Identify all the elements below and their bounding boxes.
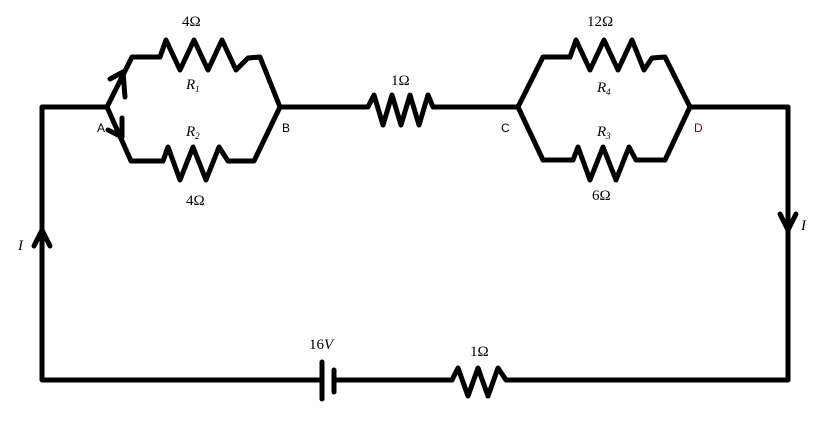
resistor-r3 xyxy=(515,104,693,183)
node-b: B xyxy=(282,121,290,135)
resistor-bottom-1ohm xyxy=(449,365,515,399)
wire-right xyxy=(509,104,791,383)
r2-label: R2 xyxy=(185,124,200,141)
resistor-series-1ohm xyxy=(277,92,521,128)
resistor-r2 xyxy=(104,104,283,183)
battery-voltage: 16V xyxy=(309,337,335,353)
r3-label: R3 xyxy=(596,124,611,141)
current-label-left: I xyxy=(17,238,24,254)
r3-value: 6Ω xyxy=(592,188,611,204)
series-top-value: 1Ω xyxy=(391,73,410,89)
node-c: C xyxy=(501,121,510,135)
current-label-right: I xyxy=(800,218,807,234)
current-arrow-down-icon xyxy=(777,211,799,233)
node-a: A xyxy=(97,121,105,135)
r4-label: R4 xyxy=(596,80,611,97)
r2-value: 4Ω xyxy=(186,193,205,209)
current-arrow-up-icon xyxy=(31,227,53,249)
r1-label: R1 xyxy=(185,77,200,94)
series-bottom-value: 1Ω xyxy=(470,344,489,360)
branch-arrow-upper-icon xyxy=(107,69,128,100)
resistor-r1 xyxy=(104,37,283,110)
resistor-r4 xyxy=(515,37,693,110)
node-d: D xyxy=(694,121,703,135)
r4-value: 12Ω xyxy=(587,14,613,30)
wire-left xyxy=(39,104,325,383)
r1-value: 4Ω xyxy=(182,14,201,30)
branch-arrow-lower-icon xyxy=(105,115,125,140)
